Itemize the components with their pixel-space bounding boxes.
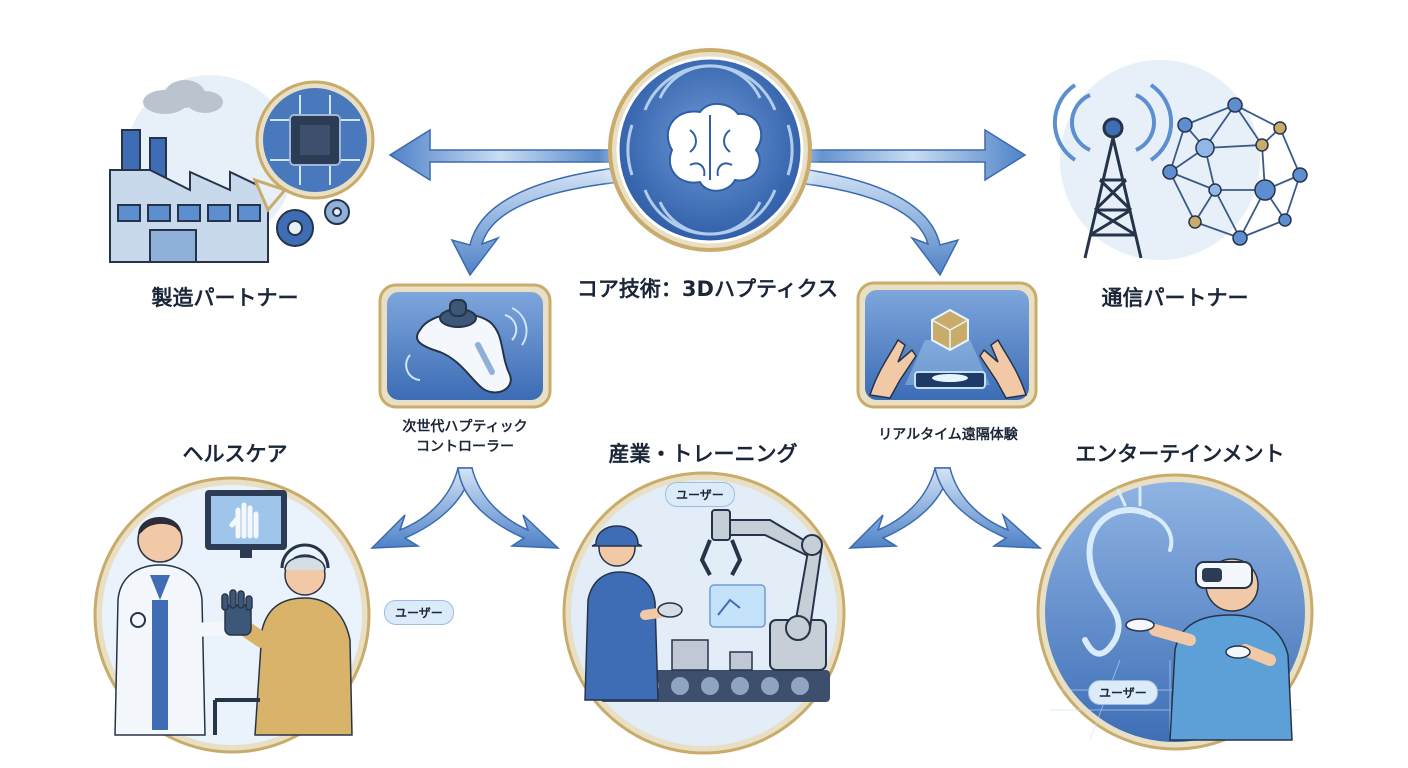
- arrow-to-manufacturing: [388, 128, 611, 182]
- telecom-partner-label: 通信パートナー: [1101, 286, 1249, 310]
- haptic-wave-rings: [626, 64, 794, 236]
- network-nodes: [1162, 97, 1308, 246]
- arrow-controller-to-healthcare: [370, 467, 473, 549]
- monitor-icon: [205, 490, 287, 558]
- vr-user-figure: [1125, 558, 1293, 741]
- ar-panel-icon: [709, 584, 766, 628]
- core-technology-label: コア技術：3Dハプティクス: [576, 277, 839, 301]
- entertainment-label: エンターテインメント: [1075, 442, 1285, 466]
- gear-icon: [276, 199, 350, 247]
- user-tag-industrial: ユーザー: [665, 482, 735, 507]
- controller-product-tile: [378, 283, 552, 409]
- user-tag-healthcare: ユーザー: [384, 600, 454, 625]
- controller-label-line2: コントローラー: [416, 439, 514, 455]
- dragon-icon: [1082, 486, 1174, 657]
- remote-experience-label: リアルタイム遠隔体験: [878, 427, 1018, 443]
- patient-figure: [213, 543, 353, 736]
- telecom-partner-illustration: [1052, 60, 1308, 260]
- arrow-controller-to-industrial: [457, 467, 560, 549]
- haptic-glove-icon: [221, 589, 253, 636]
- industrial-domain: [562, 471, 846, 755]
- remote-product-tile: [856, 281, 1038, 409]
- radio-waves-icon: [1052, 83, 1174, 162]
- industrial-label: 産業・トレーニング: [608, 442, 798, 466]
- arrow-remote-to-entertainment: [934, 467, 1043, 549]
- factory-icon: [109, 129, 269, 263]
- healthcare-label: ヘルスケア: [182, 442, 288, 466]
- controller-icon: [405, 299, 528, 394]
- flow-arrows: [370, 128, 1043, 549]
- cloud-icon: [143, 80, 223, 114]
- user-tag-entertainment: ユーザー: [1088, 680, 1158, 705]
- controller-label-line1: 次世代ハプティック: [402, 419, 528, 435]
- arrow-remote-to-industrial: [848, 467, 951, 549]
- chip-bubble-icon: [252, 80, 375, 213]
- doctor-figure: [114, 516, 237, 736]
- arrow-to-controller: [450, 167, 622, 277]
- arrow-to-telecom: [799, 128, 1027, 182]
- entertainment-domain: [1036, 473, 1314, 751]
- tower-icon: [1083, 117, 1143, 259]
- worker-figure: [584, 525, 683, 701]
- brain-icon: [666, 103, 763, 192]
- robot-arm-icon: [699, 509, 827, 671]
- manufacturing-partner-label: 製造パートナー: [151, 286, 299, 310]
- healthcare-domain: [93, 476, 371, 754]
- hologram-hands-icon: [869, 308, 1027, 399]
- core-technology-node: [598, 38, 822, 262]
- manufacturing-partner-illustration: [109, 75, 375, 263]
